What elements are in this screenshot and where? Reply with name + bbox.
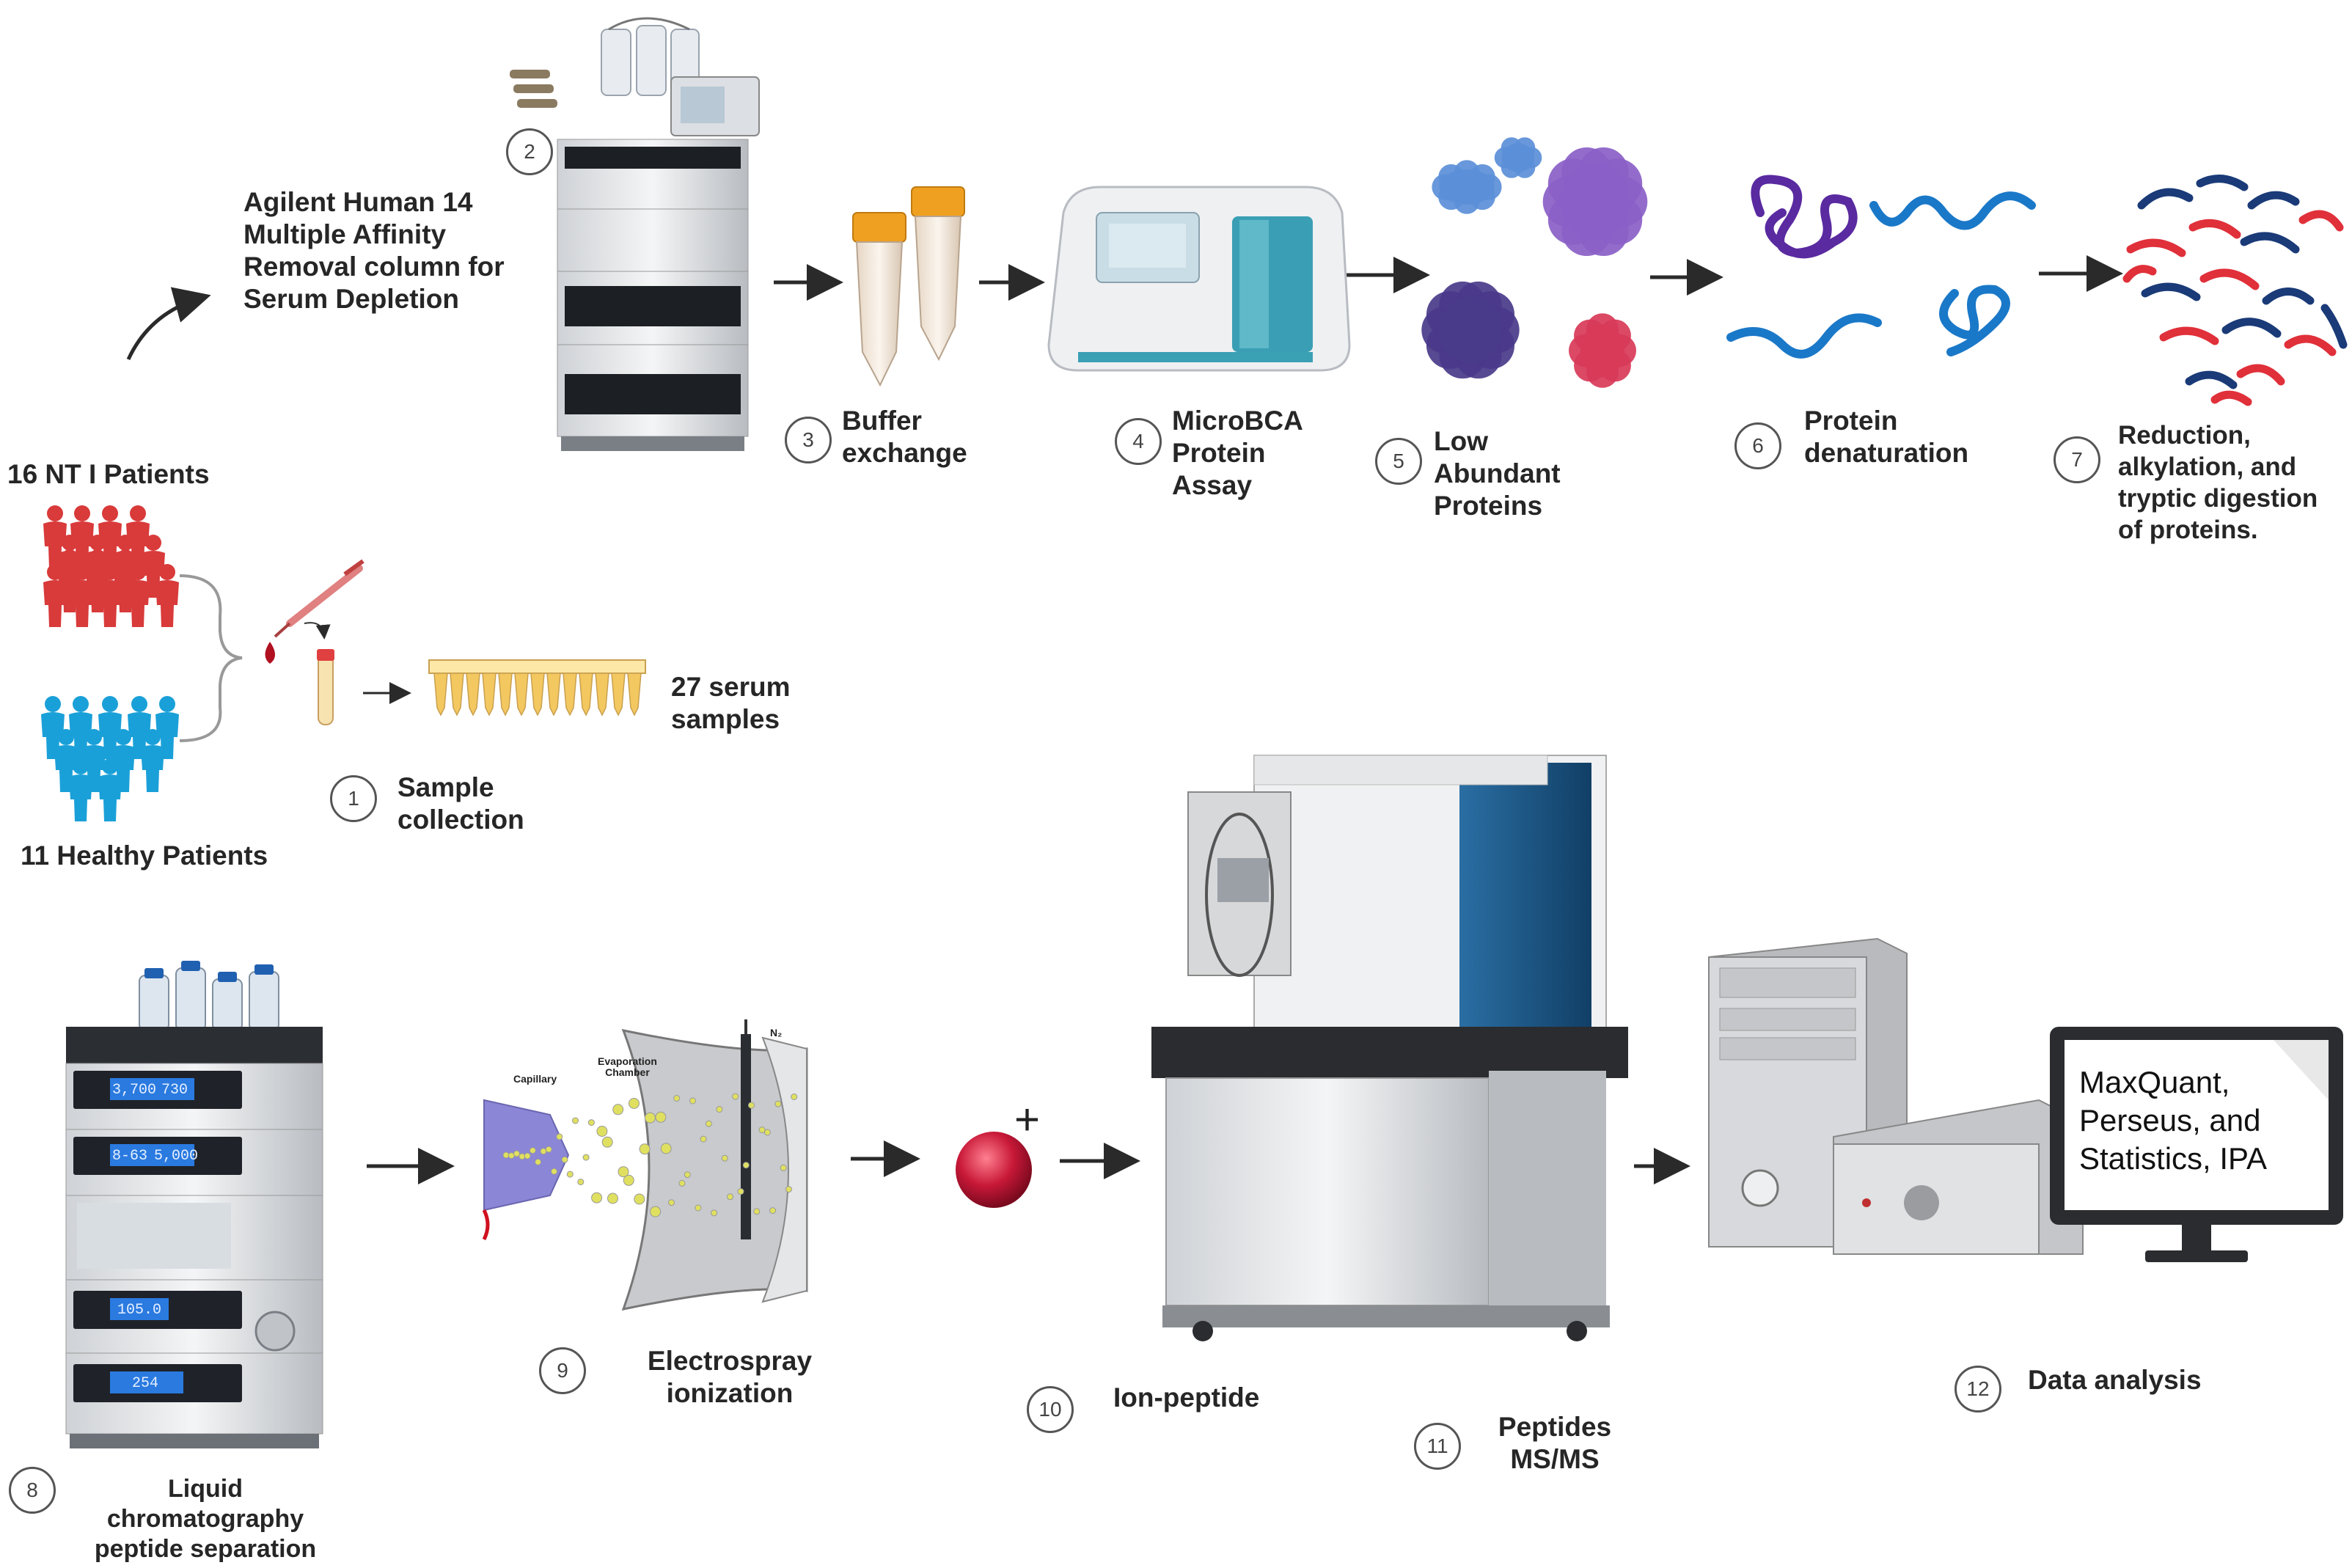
arrow-icon — [126, 255, 2123, 1184]
test-tube-icon — [317, 649, 334, 725]
electrospray-icon — [482, 1019, 808, 1311]
step-number-11: 11 — [1414, 1423, 1461, 1470]
protein-icon — [1421, 137, 1648, 388]
step-number-5: 5 — [1375, 438, 1422, 485]
lc-display-value: 5,000 — [154, 1148, 199, 1165]
lc-display-value: 3,700 — [112, 1082, 157, 1099]
pipette-icon — [274, 559, 364, 638]
step-label-7: Reduction,alkylation, and tryptic digest… — [2118, 421, 2318, 544]
capillary-label: Capillary — [513, 1073, 557, 1085]
lc-display-value: 105.0 — [117, 1302, 162, 1319]
step-number-4: 4 — [1115, 418, 1162, 465]
step-number-6: 6 — [1734, 422, 1781, 469]
peptide-icon — [2122, 175, 2348, 406]
evaporation-chamber-label: Evaporation Chamber — [598, 1055, 657, 1078]
step-number-12: 12 — [1954, 1366, 2001, 1413]
hplc-instrument-icon — [510, 17, 760, 451]
lc-display-value: 254 — [132, 1375, 159, 1392]
lc-display-value: 730 — [161, 1082, 188, 1099]
monitor-icon — [2050, 1027, 2343, 1262]
blood-drop-icon — [265, 642, 275, 664]
step-number-2: 2 — [506, 128, 553, 175]
step-label-10: Ion-peptide — [1113, 1382, 1260, 1413]
bracket-connector — [179, 574, 243, 742]
lc-display-value: 8-63 — [112, 1148, 148, 1165]
nt-patients-label: 16 NT I Patients — [7, 459, 210, 489]
hplc-instrument-icon — [65, 961, 323, 1448]
step-number-10: 10 — [1027, 1386, 1074, 1433]
healthy-patients-label: 11 Healthy Patients — [21, 840, 268, 871]
ion-icon — [956, 1132, 1032, 1208]
mass-spectrometer-icon — [1151, 755, 1628, 1341]
plate-reader-icon — [1047, 186, 1351, 372]
tube-strip-icon — [428, 659, 646, 717]
step-number-9: 9 — [539, 1347, 586, 1394]
ion-charge-label: + — [1014, 1095, 1041, 1144]
step-number-8: 8 — [9, 1467, 56, 1514]
peptide-icon — [1726, 175, 2036, 359]
step-number-1: 1 — [330, 775, 377, 822]
conical-tube-icon — [852, 186, 965, 387]
nitrogen-gas-label: N₂ — [770, 1027, 783, 1038]
people-icon — [43, 505, 179, 627]
step-number-3: 3 — [785, 417, 832, 464]
people-icon — [41, 696, 179, 821]
computer-tower-icon — [1708, 937, 2084, 1255]
step-number-7: 7 — [2054, 436, 2100, 483]
step-label-12: Data analysis — [2028, 1365, 2202, 1395]
